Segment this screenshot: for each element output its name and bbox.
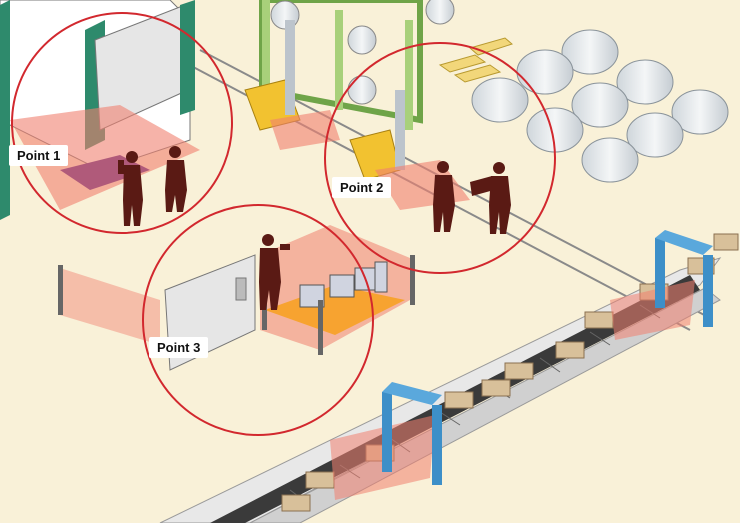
coil-stock: [471, 29, 729, 183]
inspection-gate-upper: [610, 230, 713, 340]
highlight-circle-point-1: [11, 12, 233, 234]
highlight-circle-point-2: [324, 42, 556, 274]
point-3-label: Point 3: [149, 337, 209, 358]
point-2-label: Point 2: [332, 177, 392, 198]
point-1-label: Point 1: [9, 145, 69, 166]
workers: [118, 146, 511, 310]
highlight-circle-point-3: [142, 204, 374, 436]
forklift-a: [244, 20, 340, 150]
highlight-circles: [11, 12, 556, 436]
coil-rack: [259, 0, 455, 130]
inspection-gate-lower: [330, 382, 442, 500]
